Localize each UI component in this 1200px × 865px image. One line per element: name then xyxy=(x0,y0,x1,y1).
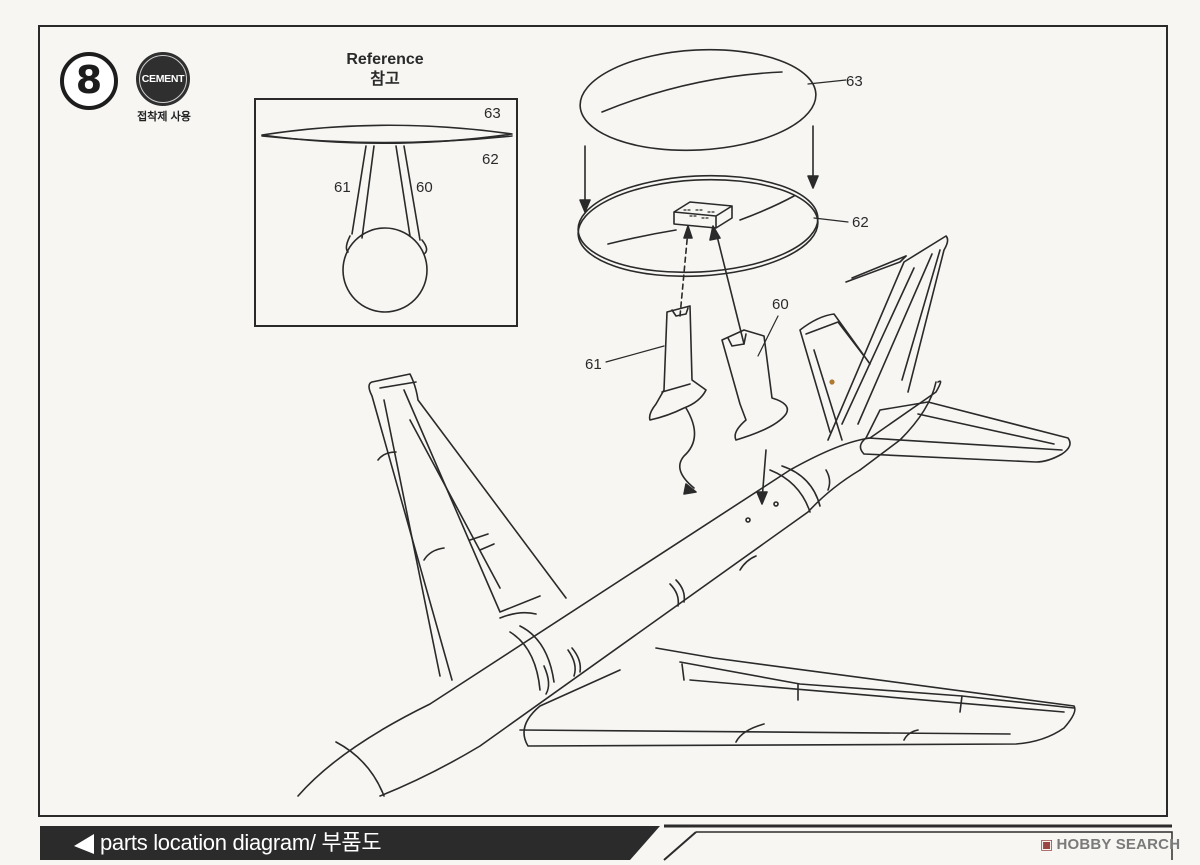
hobbysearch-logo-icon: ▣ xyxy=(1040,836,1054,852)
location-curve-61 xyxy=(678,407,696,489)
ref-label-60: 60 xyxy=(416,179,433,196)
part-label-62: 62 xyxy=(852,214,869,231)
ref-fuselage-section xyxy=(342,227,428,313)
aircraft-stabilizer-far xyxy=(799,313,871,441)
aircraft-wing-far xyxy=(368,373,567,681)
ref-rotodome-62 xyxy=(261,135,513,144)
watermark-text: HOBBY SEARCH xyxy=(1056,836,1181,853)
ref-label-63: 63 xyxy=(484,105,501,122)
reference-box xyxy=(254,98,518,327)
cement-icon: CEMENT xyxy=(136,52,190,106)
strut-60 xyxy=(709,225,789,505)
reference-title-kr: 참고 xyxy=(370,71,400,88)
ref-strut-61 xyxy=(351,145,375,239)
cement-label: CEMENT xyxy=(141,73,185,85)
alignment-arrows xyxy=(579,125,819,213)
rotodome-62 xyxy=(577,174,819,278)
watermark: ▣HOBBY SEARCH xyxy=(1040,836,1180,853)
footer-decoration xyxy=(40,824,1173,861)
cement-icon-ring: CEMENT xyxy=(139,55,187,103)
part-label-60: 60 xyxy=(772,296,789,313)
instruction-frame xyxy=(38,25,1168,817)
aircraft-stabilizer xyxy=(859,401,1071,463)
step-number: 8 xyxy=(75,58,103,102)
ref-label-62: 62 xyxy=(482,151,499,168)
aircraft-vertical-tail xyxy=(827,235,949,441)
part-label-63: 63 xyxy=(846,73,863,90)
strut-61 xyxy=(605,225,707,495)
cement-caption: 접착제 사용 xyxy=(137,111,191,123)
ref-strut-60 xyxy=(395,145,421,241)
aircraft-wing-near xyxy=(519,647,1076,747)
reference-drawing xyxy=(261,124,513,313)
footer-title: parts location diagram/ 부품도 xyxy=(100,830,382,855)
aircraft-fuselage xyxy=(297,380,942,797)
rotodome-63 xyxy=(579,48,817,152)
step-number-badge: 8 xyxy=(60,52,118,110)
reference-title: Reference 참고 xyxy=(322,50,448,90)
reference-title-en: Reference xyxy=(346,51,424,68)
part-label-61: 61 xyxy=(585,356,602,373)
ref-label-61: 61 xyxy=(334,179,351,196)
